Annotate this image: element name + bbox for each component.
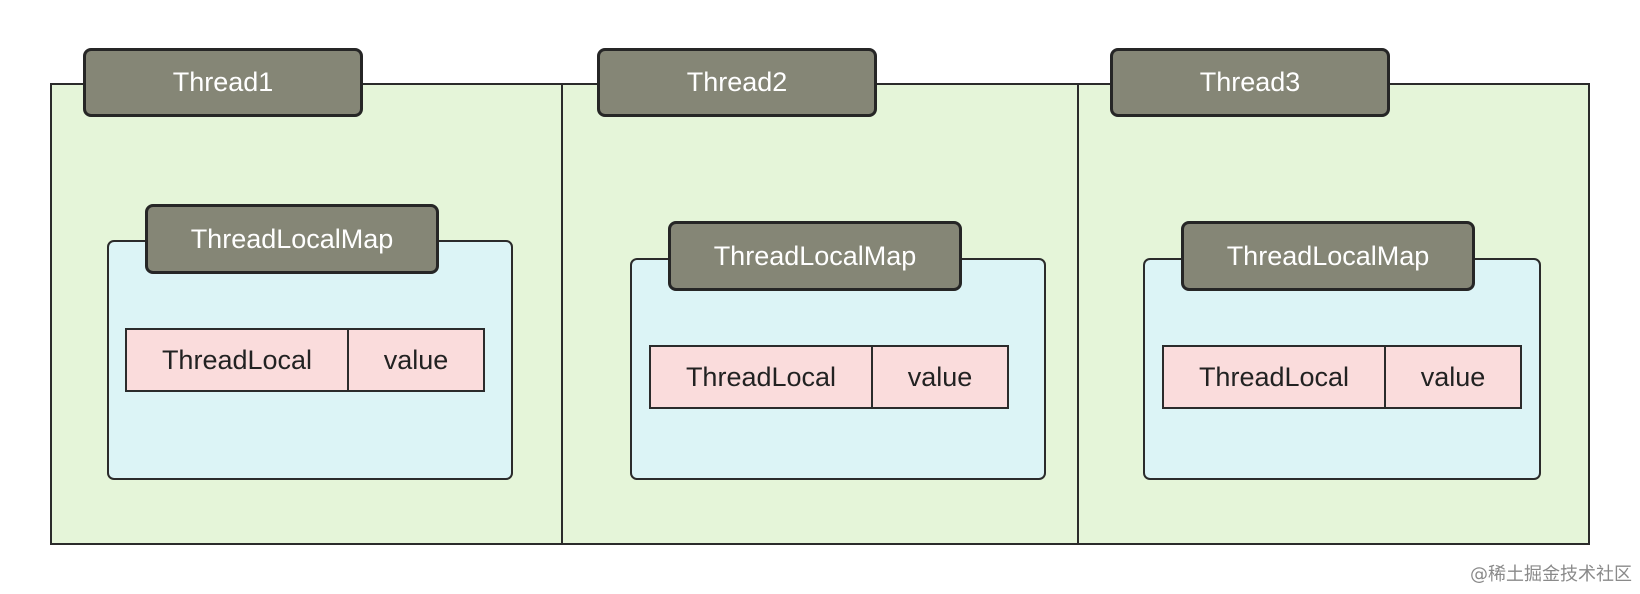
thread-2-title: Thread2 — [686, 67, 788, 97]
thread-2-map-label: ThreadLocalMap — [668, 221, 962, 291]
thread-2-label: Thread2 — [597, 48, 877, 117]
thread-3-label: Thread3 — [1110, 48, 1390, 117]
thread-1-entry: ThreadLocal value — [125, 328, 485, 392]
thread-1-map-title: ThreadLocalMap — [190, 223, 394, 254]
thread-2-entry: ThreadLocal value — [649, 345, 1009, 409]
thread-3-entry-value: value — [1384, 345, 1522, 409]
thread-3-map-title: ThreadLocalMap — [1226, 240, 1430, 271]
thread-2-entry-key: ThreadLocal — [649, 345, 873, 409]
thread-1-label: Thread1 — [83, 48, 363, 117]
thread-1-entry-key: ThreadLocal — [125, 328, 349, 392]
thread-2-map-title: ThreadLocalMap — [713, 240, 917, 271]
thread-1-map-label: ThreadLocalMap — [145, 204, 439, 274]
thread-divider-2 — [1077, 83, 1079, 545]
thread-3-title: Thread3 — [1199, 67, 1301, 97]
watermark-text: @稀土掘金技术社区 — [1470, 564, 1632, 585]
thread-3-map-label: ThreadLocalMap — [1181, 221, 1475, 291]
thread-divider-1 — [561, 83, 563, 545]
thread-3-entry: ThreadLocal value — [1162, 345, 1522, 409]
thread-1-title: Thread1 — [172, 67, 274, 97]
thread-1-entry-value: value — [347, 328, 485, 392]
thread-2-entry-value: value — [871, 345, 1009, 409]
thread-3-entry-key: ThreadLocal — [1162, 345, 1386, 409]
